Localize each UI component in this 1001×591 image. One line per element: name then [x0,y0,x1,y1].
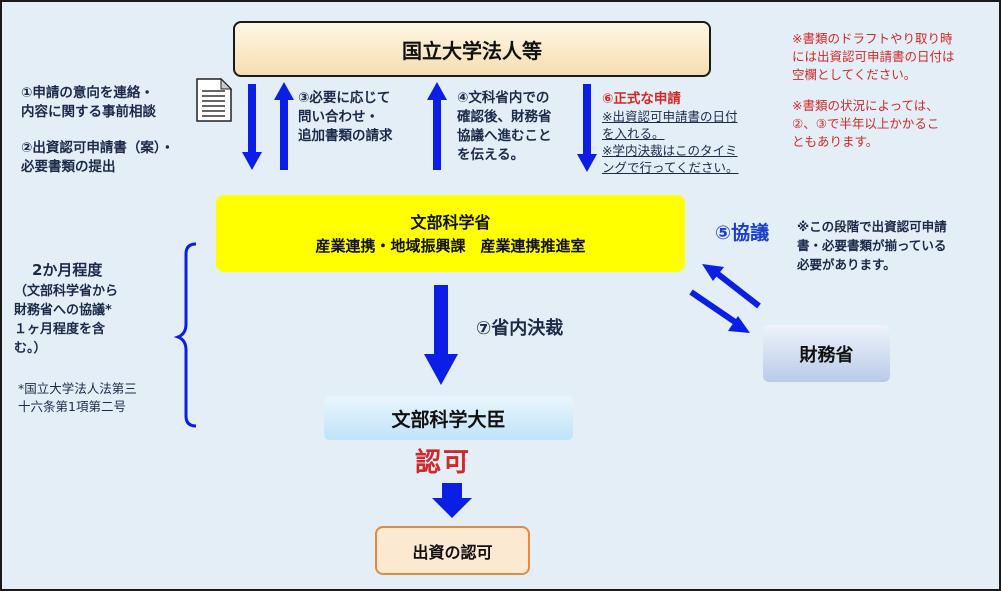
step2-text: ②出資認可申請書（案）・ 必要書類の提出 [21,139,174,177]
note-period: ※書類の状況によっては、 ②、③で半年以上かかるこ ともあります。 [792,97,939,151]
duration-title: 2か月程度 [32,261,103,279]
step4-text: ④文科省内での 確認後、財務省 協議へ進むこと を伝える。 [457,89,552,165]
mof-box: 財務省 [763,325,890,382]
arrow-down-step1 [242,84,262,170]
step5-note-line: 必要があります。 [797,257,896,272]
mext-box: 文部科学省 産業連携・地域振興課 産業連携推進室 [216,195,685,272]
note-period-line: ともあります。 [792,134,879,149]
step1-line: 内容に関する事前相談 [21,104,156,120]
arrow-mof-to-mext [702,264,761,309]
university-box-label: 国立大学法人等 [402,38,542,63]
step3-text: ③必要に応じて 問い合わせ・ 追加書類の請求 [298,89,393,146]
step5-note-line: 書・必要書類が揃っている [797,238,947,253]
note-draft: ※書類のドラフトやり取り時 には出資認可申請書の日付は 空欄としてください。 [792,30,955,84]
mof-box-label: 財務省 [799,344,854,366]
footnote-line: *国立大学法人法第三 [18,381,137,396]
step3-line: ③必要に応じて [298,90,391,106]
step5-note: ※この段階で出資認可申請 書・必要書類が揃っている 必要があります。 [797,217,947,274]
duration-bracket [173,242,197,428]
step6-note-line: ングで行ってください。 [602,160,739,175]
note-period-line: ②、③で半年以上かかるこ [792,116,940,131]
step7-label: ⑦省内決裁 [476,318,564,339]
step3-line: 追加書類の請求 [298,128,393,144]
arrow-up-step3 [274,82,294,170]
step5-label: ⑤協議 [715,222,770,244]
step6-title: ⑥正式な申請 [602,91,681,107]
minister-box-label: 文部科学大臣 [391,408,506,431]
arrow-mext-to-mof [689,289,750,333]
mext-box-line1: 文部科学省 [410,212,491,232]
mext-box-line2: 産業連携・地域振興課 産業連携推進室 [315,236,586,255]
footnote: *国立大学法人法第三 十六条第1項第二号 [18,380,137,416]
document-icon [196,77,233,122]
step3-line: 問い合わせ・ [298,109,379,125]
step1-line: ①申請の意向を連絡・ [21,85,154,101]
minister-box: 文部科学大臣 [324,396,573,440]
step6-note-line: ※出資認可申請書の日付 [602,109,738,124]
note-draft-line: 空欄としてください。 [792,67,917,82]
duration-detail-line: 財務省への協議* [14,303,112,318]
university-box: 国立大学法人等 [233,21,711,77]
duration-detail-line: （文部科学省から [14,284,119,299]
step1-text: ①申請の意向を連絡・ 内容に関する事前相談 [21,84,156,122]
approval-box-label: 出資の認可 [412,542,493,562]
arrow-down-step6 [577,84,597,172]
arrow-up-step4 [427,82,447,170]
step4-line: 確認後、財務省 [457,109,552,125]
duration-detail-line: １ヶ月程度を含 [14,322,106,337]
note-draft-line: ※書類のドラフトやり取り時 [792,31,953,46]
duration-detail-line: む。） [14,341,47,356]
step6-note-line: ※学内決裁はこのタイミ [602,143,738,158]
step4-line: 協議へ進むこと [457,128,552,144]
step5-note-line: ※この段階で出資認可申請 [797,219,947,234]
arrow-down-approval [432,483,472,518]
arrow-down-step7 [424,285,458,385]
step6-text: ⑥正式な申請 ※出資認可申請書の日付 を入れる。 ※学内決裁はこのタイミ ングで… [602,91,739,176]
note-period-line: ※書類の状況によっては、 [792,98,939,113]
step2-line: ②出資認可申請書（案）・ [21,140,175,156]
step4-line: ④文科省内での [457,90,550,106]
footnote-line: 十六条第1項第二号 [18,399,126,414]
step6-note-line: を入れる。 [602,126,665,141]
approval-label: 認可 [415,448,472,478]
note-draft-line: には出資認可申請書の日付は [792,49,955,64]
duration-detail: （文部科学省から 財務省への協議* １ヶ月程度を含 む。） [14,282,118,358]
step2-line: 必要書類の提出 [21,159,116,175]
step4-line: を伝える。 [457,147,525,163]
approval-box: 出資の認可 [375,526,530,575]
